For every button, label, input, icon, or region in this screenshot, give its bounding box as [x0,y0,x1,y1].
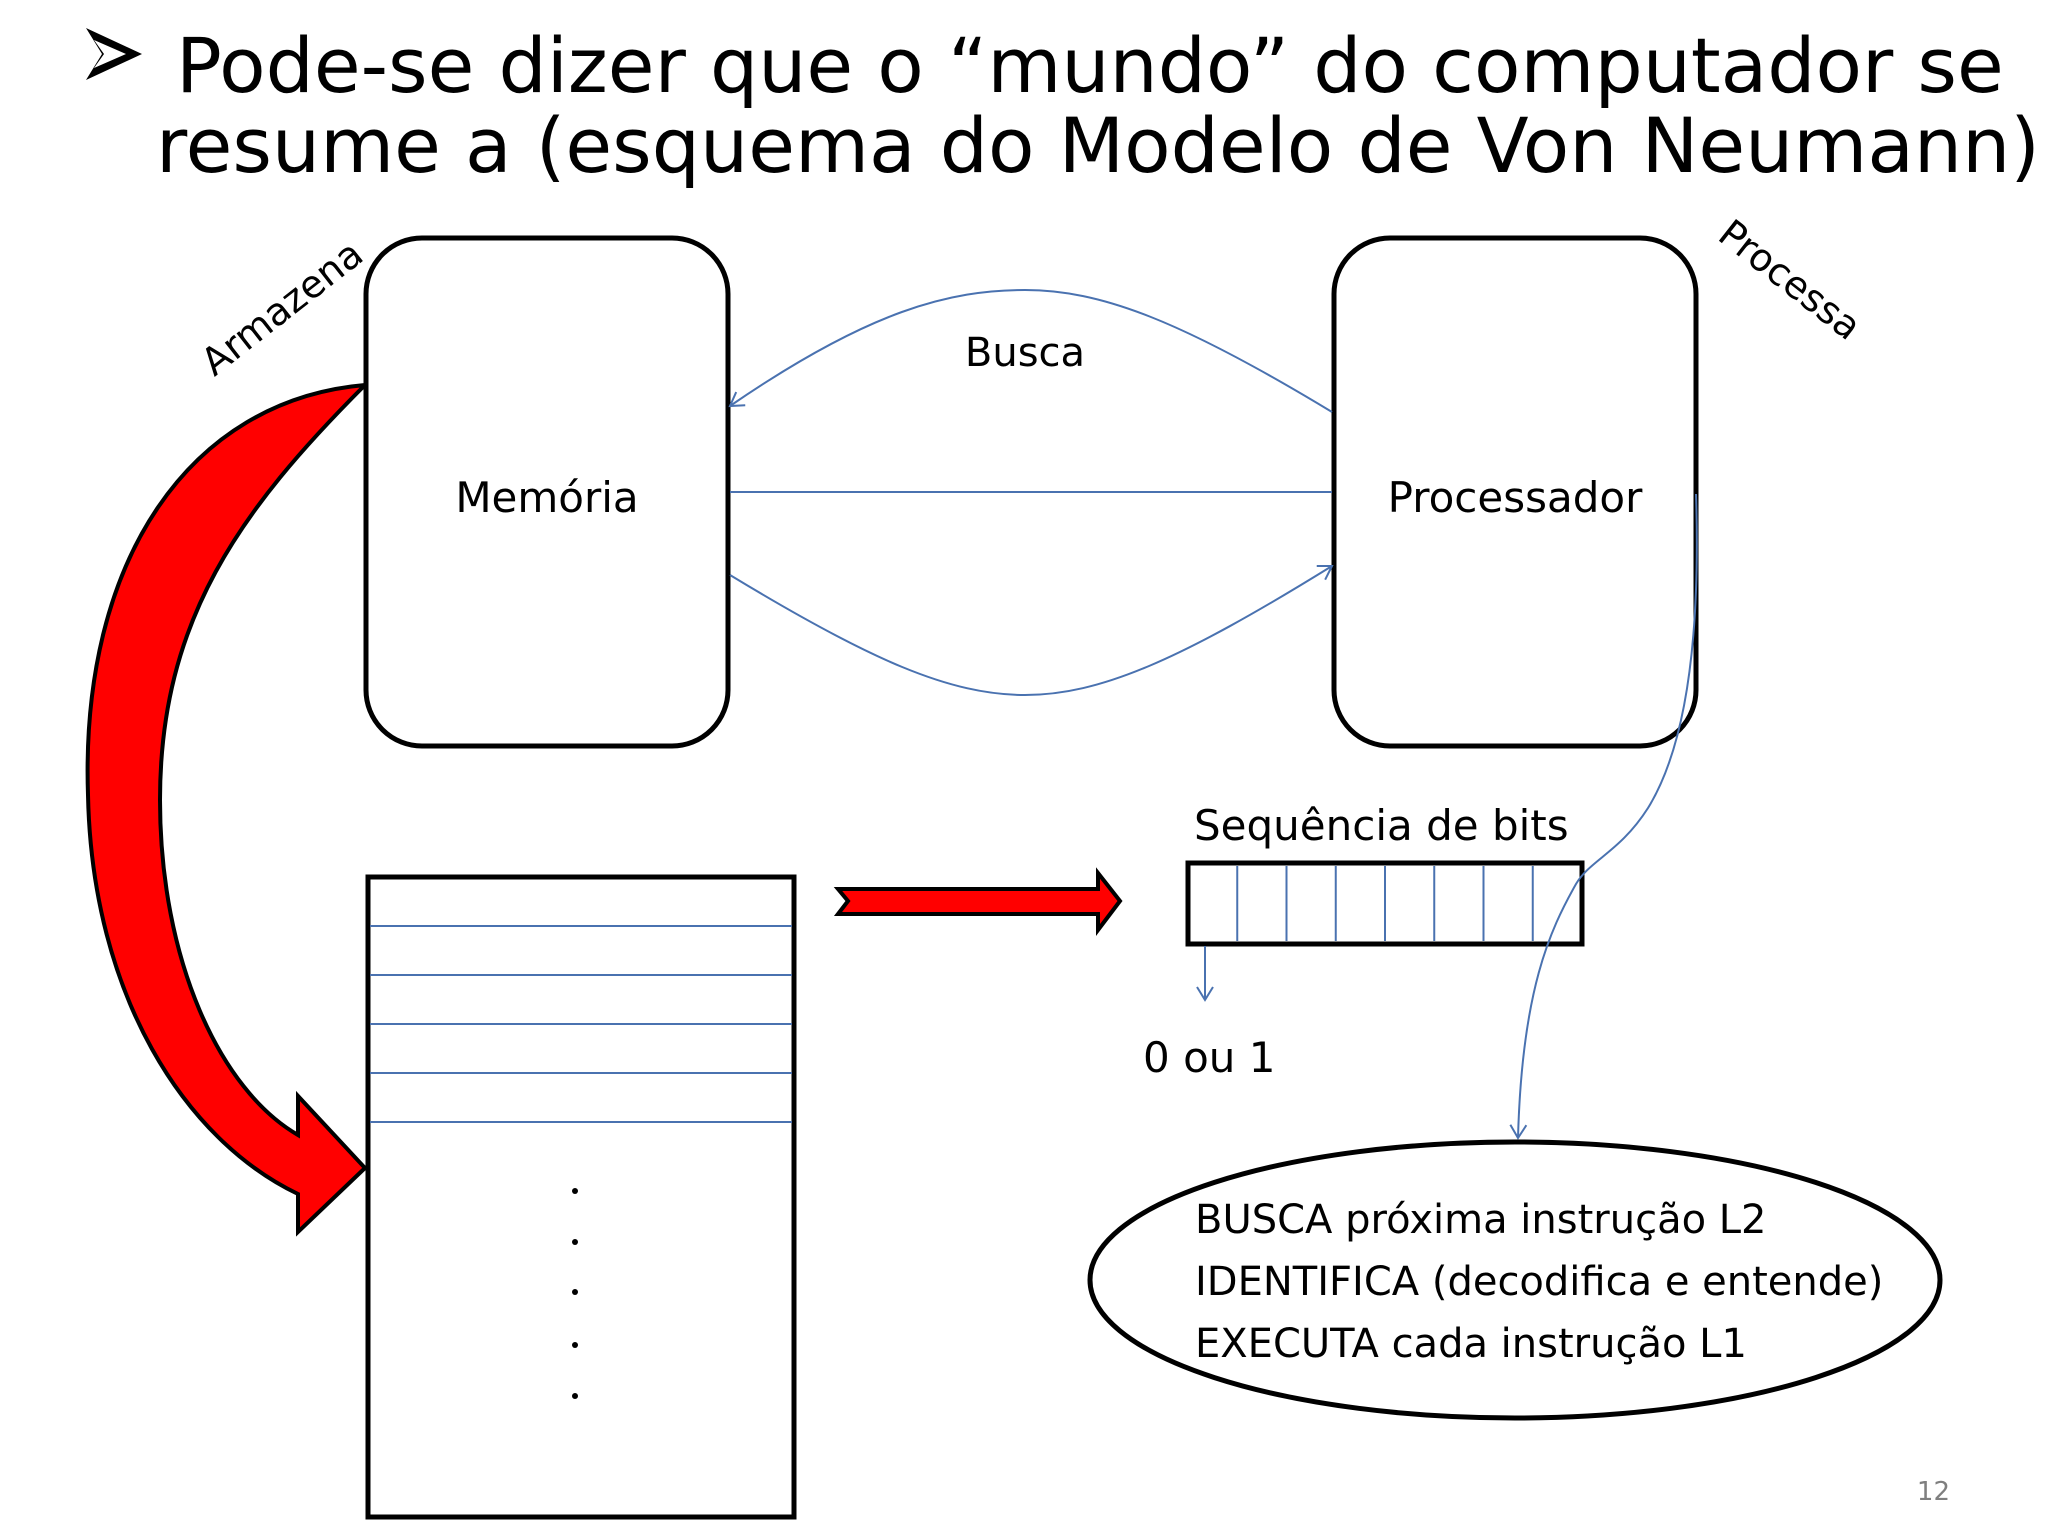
process-connector [1509,493,1698,1140]
processes-label: Processa [1710,211,1869,349]
bit-value-label: 0 ou 1 [1143,1033,1275,1082]
slide-heading-line-2: resume a (esquema do Modelo de Von Neuma… [156,101,2048,190]
cycle-line-execute: EXECUTA cada instrução L1 [1195,1321,1747,1367]
memory-box [363,235,731,749]
instruction-cycle-ellipse [1087,1139,1943,1421]
memory-label: Memória [455,473,638,522]
store-curved-arrow [85,382,371,1237]
arrow-bullet-icon [86,28,142,80]
page-number: 12 [1917,1477,1950,1507]
cycle-line-decode: IDENTIFICA (decodifica e entende) [1195,1259,1883,1305]
fetch-connector [728,288,1333,413]
processor-label: Processador [1388,473,1643,522]
to-bits-arrow [833,867,1123,936]
cycle-line-fetch: BUSCA próxima instrução L2 [1195,1197,1767,1243]
memory-rows [370,925,792,1123]
send-connector [729,564,1334,697]
stores-label: Armazena [193,231,371,384]
memory-continuation-dots [572,1188,578,1399]
bits-label: Sequência de bits [1194,801,1569,850]
bit-cells [1236,866,1534,941]
slide-heading-line-1: Pode-se dizer que o “mundo” do computado… [176,21,2004,110]
processor-box [1331,235,1699,749]
fetch-label: Busca [965,330,1085,376]
memory-stack [365,874,797,1520]
